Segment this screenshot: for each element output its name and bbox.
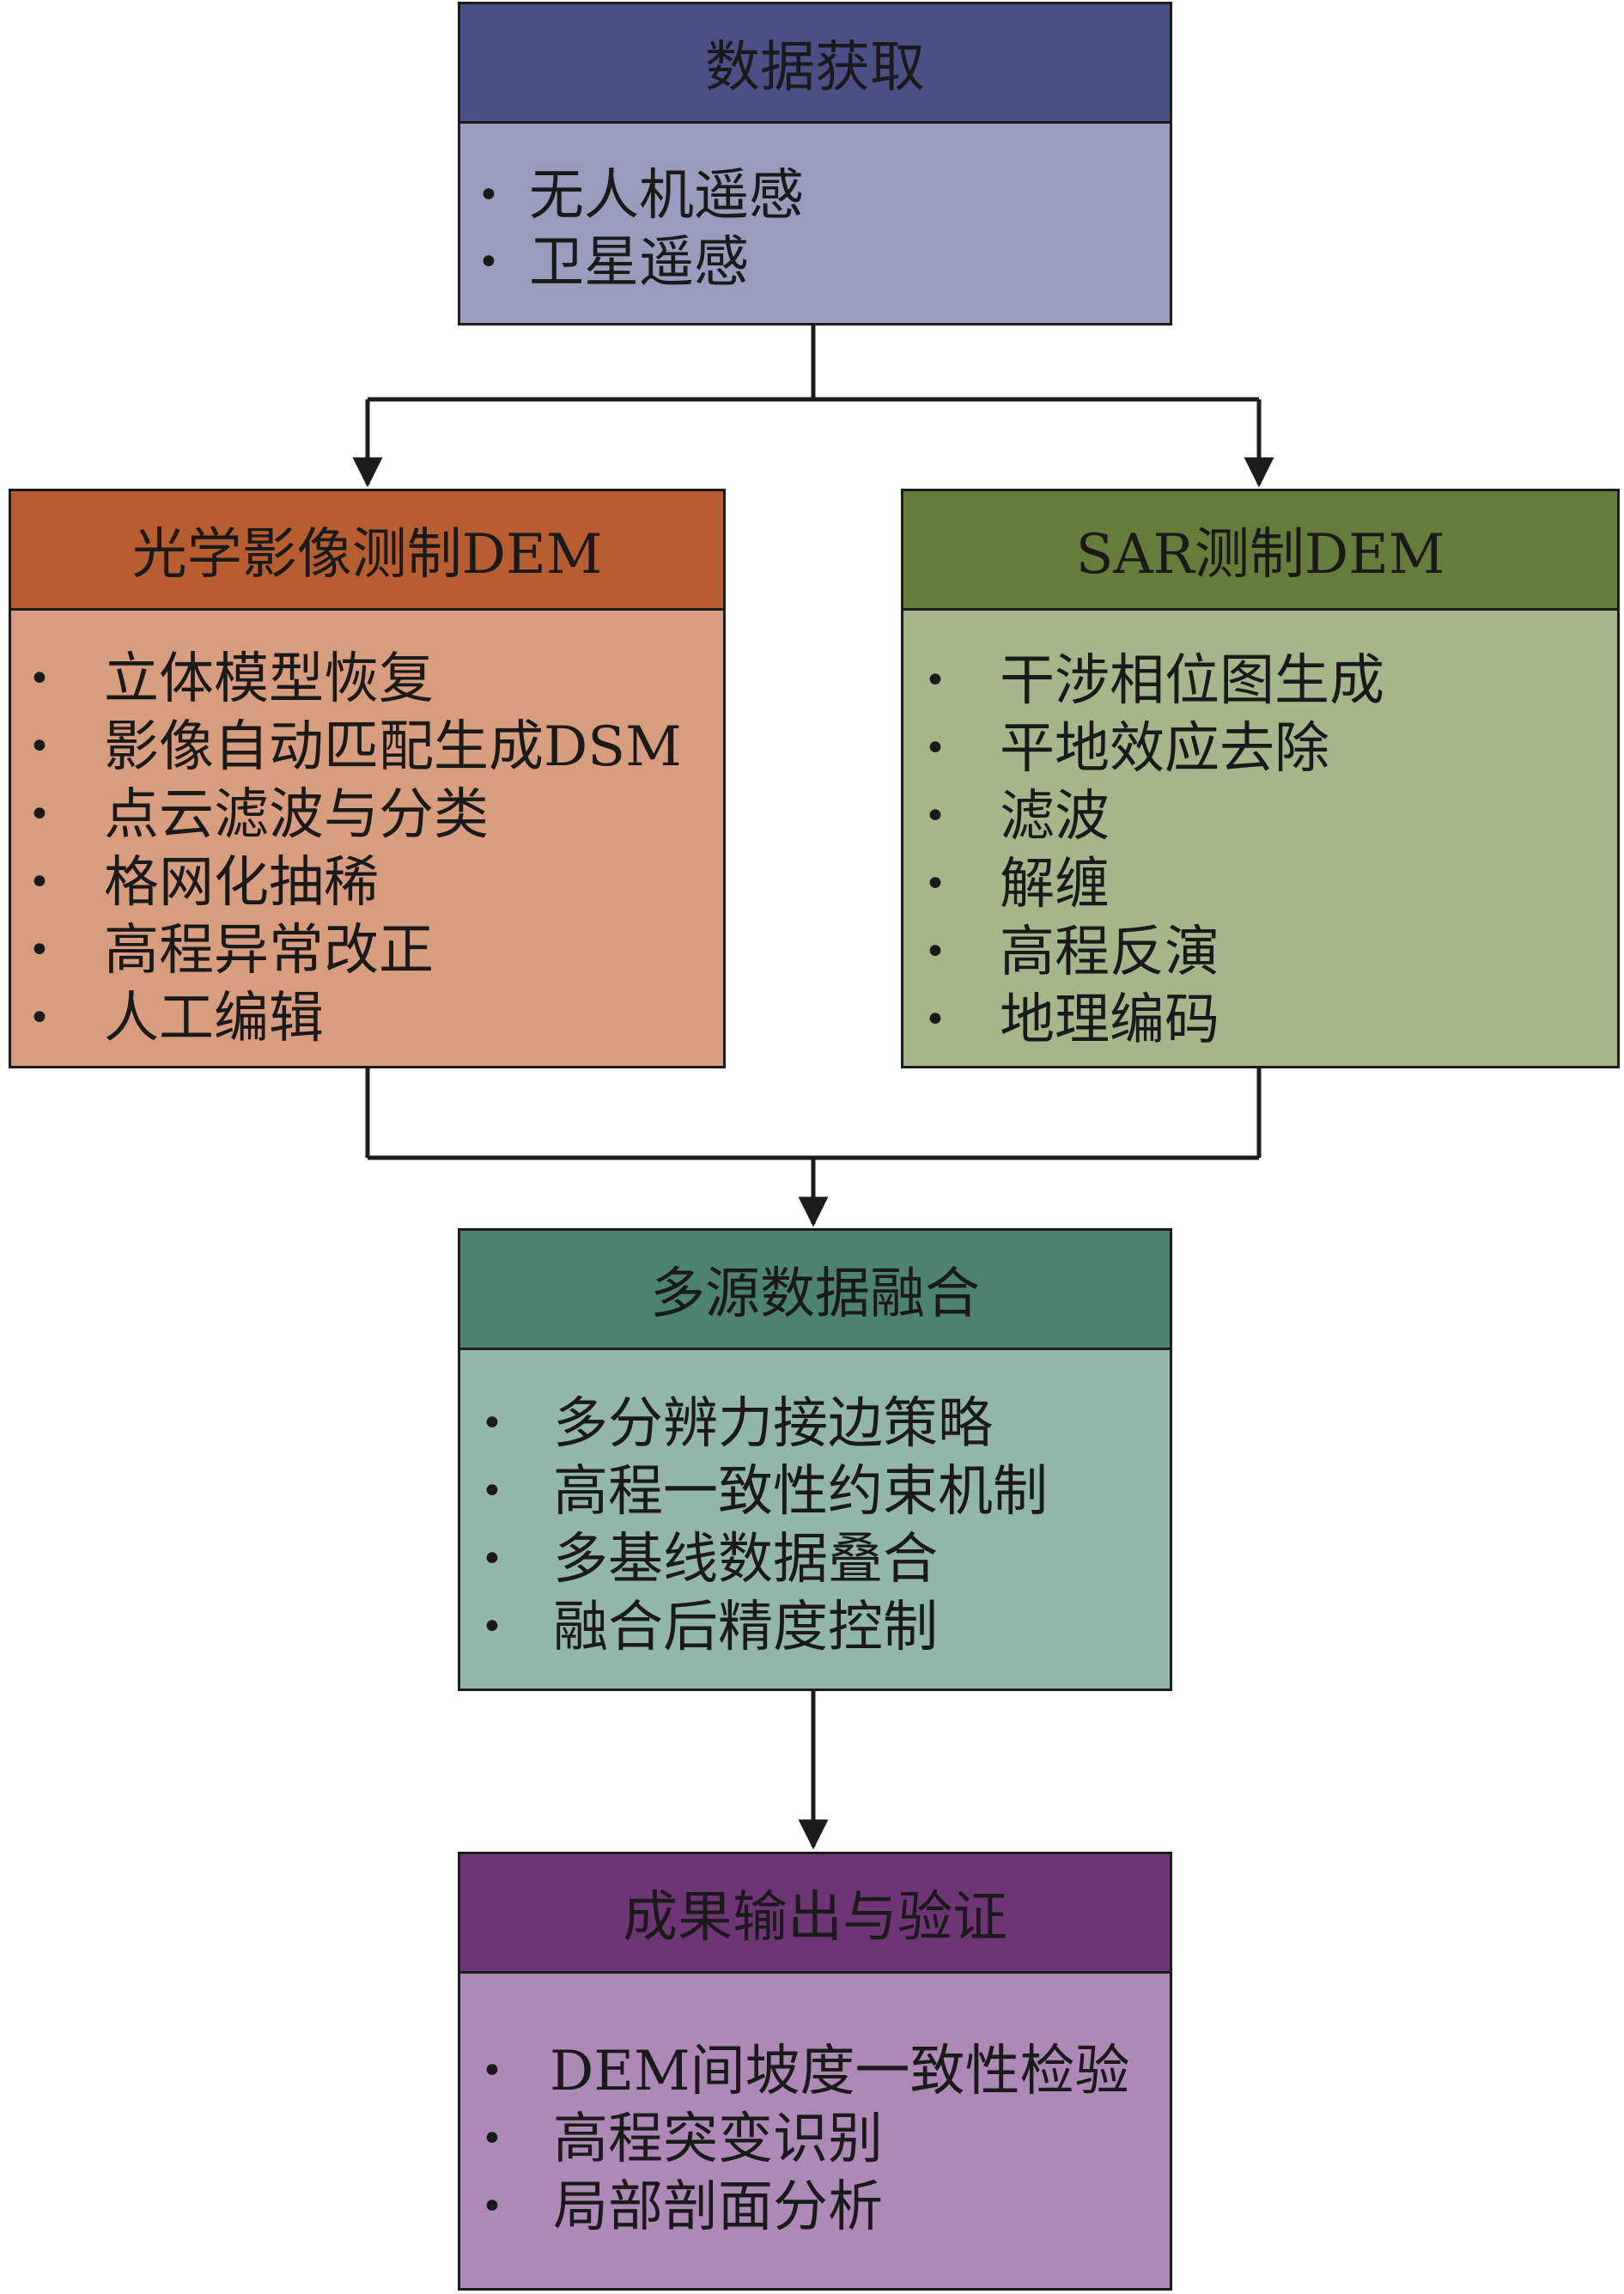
sar-header: SAR测制DEM [903, 491, 1617, 611]
list-item: • 人工编辑 [28, 987, 324, 1050]
acquisition-header: 数据获取 [460, 4, 1170, 124]
list-item: • 点云滤波与分类 [28, 783, 489, 847]
list-item: • 多分辨力接边策略 [481, 1392, 993, 1456]
sar-title: SAR测制DEM [1075, 523, 1445, 587]
acquisition-title: 数据获取 [705, 36, 925, 100]
list-item: • 局部剖面分析 [481, 2175, 883, 2239]
list-item: • 格网化抽稀 [28, 851, 379, 915]
optical-title: 光学影像测制DEM [131, 523, 603, 587]
output-box: 成果输出与验证 • DEM间坡度一致性检验 • 高程突变识别 • 局部剖面分析 [458, 1852, 1172, 2291]
list-item: • 立体模型恢复 [28, 648, 434, 711]
list-item: • 地理编码 [924, 989, 1220, 1052]
fusion-box: 多源数据融合 • 多分辨力接边策略 • 高程一致性约束机制 • 多基线数据叠合 … [458, 1228, 1172, 1691]
acquisition-box: 数据获取 • 无人机遥感 • 卫星遥感 [458, 2, 1172, 326]
optical-body: • 立体模型恢复 • 影像自动匹配生成DSM • 点云滤波与分类 • 格网化抽稀… [11, 611, 723, 1066]
list-item: • 卫星遥感 [477, 231, 749, 295]
output-body: • DEM间坡度一致性检验 • 高程突变识别 • 局部剖面分析 [460, 1974, 1170, 2288]
list-item: • 高程突变识别 [481, 2108, 883, 2171]
list-item: • 影像自动匹配生成DSM [28, 715, 682, 779]
list-item: • DEM间坡度一致性检验 [481, 2040, 1130, 2103]
fusion-title: 多源数据融合 [650, 1263, 980, 1326]
list-item: • 干涉相位图生成 [924, 649, 1384, 713]
fusion-body: • 多分辨力接边策略 • 高程一致性约束机制 • 多基线数据叠合 • 融合后精度… [460, 1350, 1170, 1689]
acquisition-body: • 无人机遥感 • 卫星遥感 [460, 124, 1170, 323]
list-item: • 解缠 [924, 853, 1110, 916]
list-item: • 高程异常改正 [28, 919, 434, 983]
list-item: • 高程反演 [924, 921, 1220, 984]
optical-header: 光学影像测制DEM [11, 491, 723, 611]
output-header: 成果输出与验证 [460, 1854, 1170, 1974]
output-title: 成果输出与验证 [623, 1886, 1007, 1950]
sar-box: SAR测制DEM • 干涉相位图生成 • 平地效应去除 • 滤波 • 解缠 • … [901, 489, 1620, 1068]
optical-box: 光学影像测制DEM • 立体模型恢复 • 影像自动匹配生成DSM • 点云滤波与… [9, 489, 726, 1068]
list-item: • 高程一致性约束机制 [481, 1460, 1048, 1524]
sar-body: • 干涉相位图生成 • 平地效应去除 • 滤波 • 解缠 • 高程反演 • 地理… [903, 611, 1617, 1066]
list-item: • 平地效应去除 [924, 717, 1329, 781]
list-item: • 无人机遥感 [477, 164, 804, 228]
list-item: • 滤波 [924, 785, 1110, 849]
list-item: • 多基线数据叠合 [481, 1528, 938, 1591]
fusion-header: 多源数据融合 [460, 1231, 1170, 1350]
list-item: • 融合后精度控制 [481, 1596, 938, 1659]
